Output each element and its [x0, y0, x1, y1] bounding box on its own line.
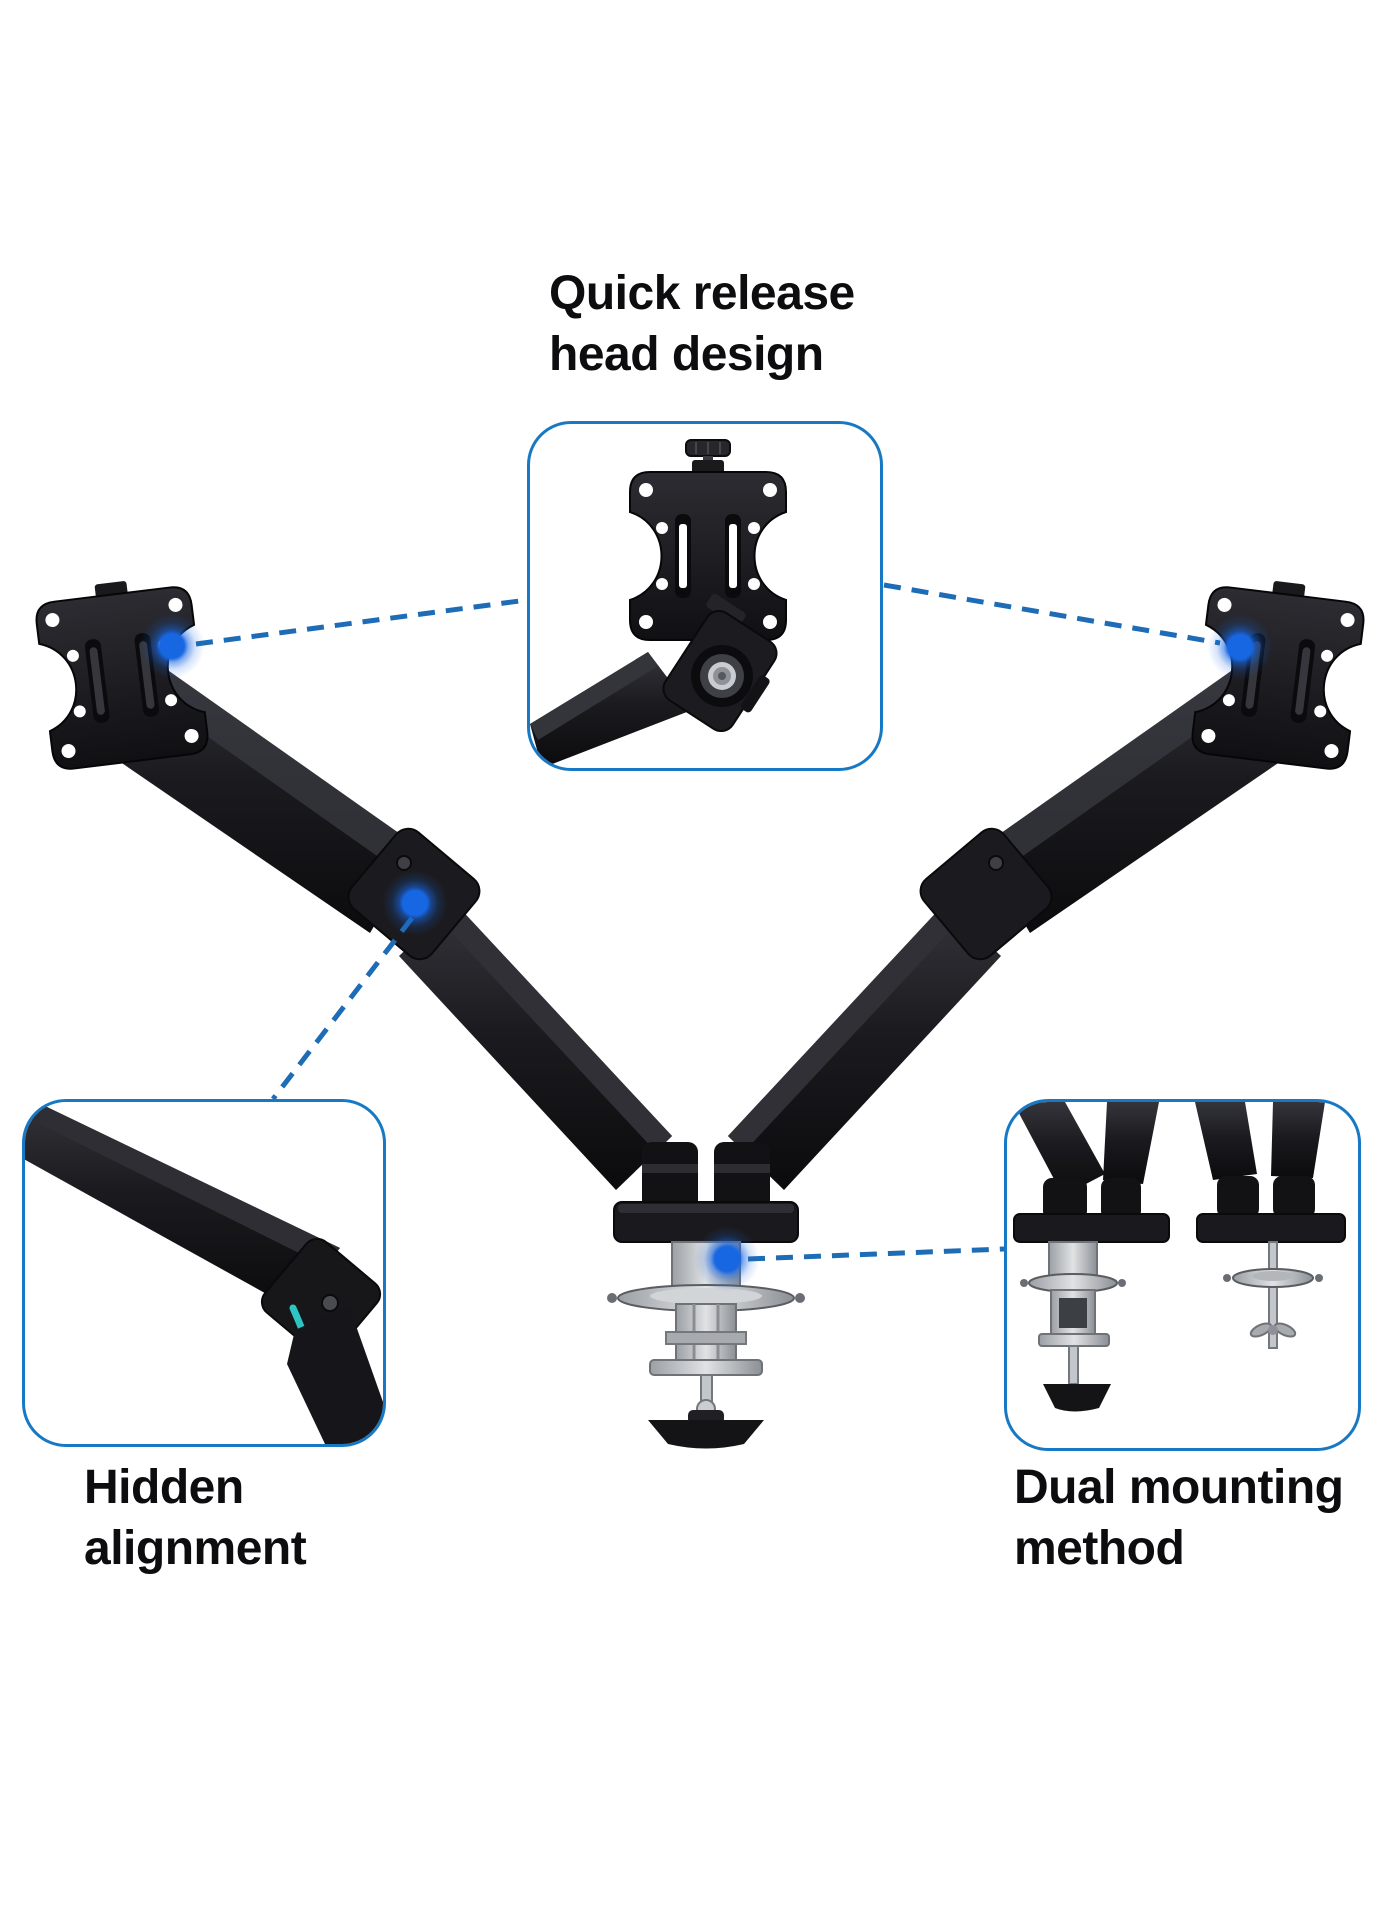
connector-line-elbow	[271, 916, 414, 1101]
feature-title-line: Dual mounting	[1014, 1461, 1344, 1514]
right-lower-arm	[728, 903, 1001, 1190]
arm-lower-segment	[287, 1306, 383, 1444]
connector-line-left-vesa	[195, 597, 528, 647]
callout-dual-mounting	[1004, 1099, 1361, 1451]
feature-title-line: Quick release	[549, 267, 855, 320]
connector-lines	[195, 582, 1221, 1262]
arm-collars	[642, 1142, 770, 1212]
feature-title-hidden-alignment: Hidden alignment	[84, 1457, 307, 1579]
clamp-mount	[1013, 1102, 1170, 1412]
connector-line-base	[747, 1246, 1005, 1262]
desk-clamp-base	[607, 1201, 805, 1449]
callout-quick-release	[527, 421, 883, 771]
feature-title-quick-release: Quick release head design	[549, 263, 855, 385]
arm-head	[530, 593, 778, 768]
left-vesa-plate	[31, 572, 211, 772]
vesa-plate-front	[629, 459, 787, 641]
callout-hidden-alignment	[22, 1099, 386, 1447]
feature-title-line: alignment	[84, 1522, 307, 1575]
right-vesa-plate	[1189, 572, 1369, 772]
feature-title-dual-mounting: Dual mounting method	[1014, 1457, 1344, 1579]
feature-title-line: method	[1014, 1522, 1185, 1575]
hidden-alignment-detail-illustration	[25, 1102, 383, 1444]
left-lower-arm	[399, 903, 672, 1190]
dual-mounting-detail-illustration	[1013, 1102, 1346, 1412]
quick-release-detail-illustration	[530, 439, 787, 768]
feature-title-line: head design	[549, 328, 824, 381]
arm-beam	[25, 1102, 340, 1307]
connector-line-right-vesa	[883, 582, 1221, 646]
feature-title-line: Hidden	[84, 1461, 244, 1514]
grommet-mount	[1195, 1102, 1346, 1349]
